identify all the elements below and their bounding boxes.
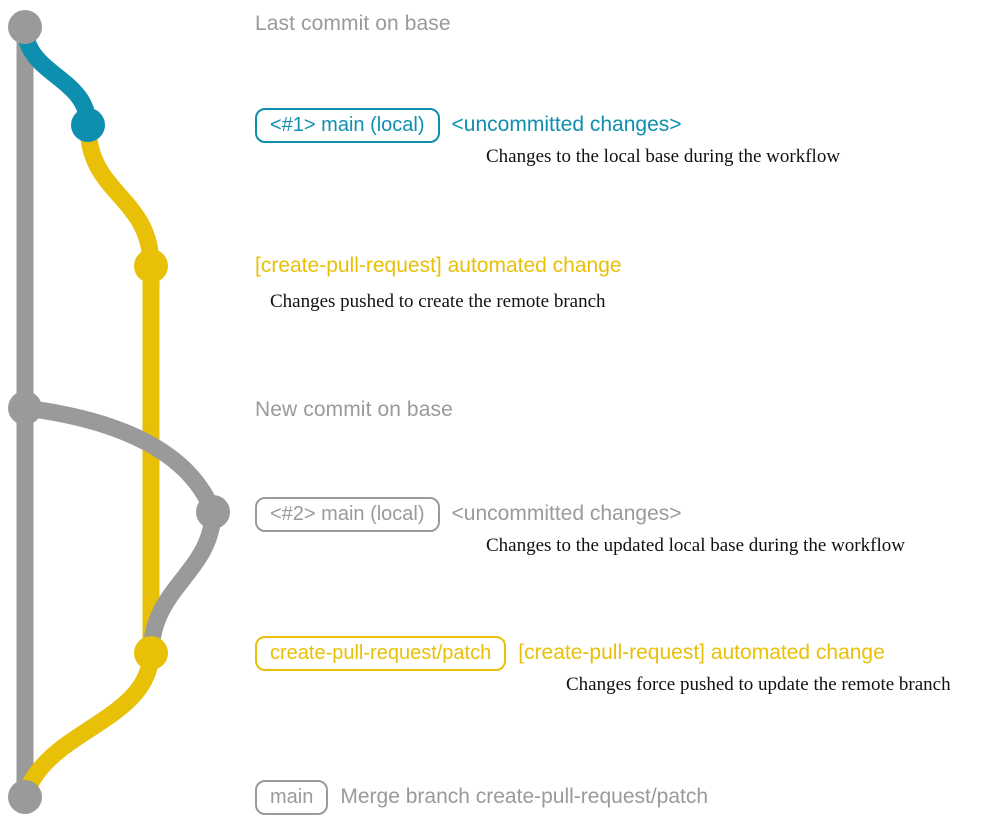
commit-row-local-1: <#1> main (local) <uncommitted changes> bbox=[255, 108, 682, 143]
commit-node-local-1 bbox=[71, 108, 105, 142]
commit-row-base-new: New commit on base bbox=[255, 398, 453, 422]
commit-node-local-2 bbox=[196, 495, 230, 529]
commit-node-merge-commit bbox=[8, 780, 42, 814]
commit-subject-remote-2: [create-pull-request] automated change bbox=[518, 641, 885, 664]
commit-row-base-head: Last commit on base bbox=[255, 12, 451, 36]
edge-remote-2-to-merge bbox=[16, 644, 160, 806]
commit-row-remote-1: [create-pull-request] automated change bbox=[255, 254, 622, 278]
ref-badge-local-2[interactable]: <#2> main (local) bbox=[255, 497, 440, 532]
commit-node-base-head bbox=[8, 10, 42, 44]
commit-description-remote-1: Changes pushed to create the remote bran… bbox=[270, 291, 606, 312]
commit-subject-local-2: <uncommitted changes> bbox=[451, 502, 682, 525]
commit-node-remote-2 bbox=[134, 636, 168, 670]
commit-description-remote-2: Changes force pushed to update the remot… bbox=[566, 674, 951, 695]
ref-badge-local-1[interactable]: <#1> main (local) bbox=[255, 108, 440, 143]
edge-local-2-to-remote-2 bbox=[142, 503, 222, 662]
commit-node-base-new bbox=[8, 391, 42, 425]
commit-caption-base-new: New commit on base bbox=[255, 398, 453, 421]
ref-badge-main[interactable]: main bbox=[255, 780, 329, 815]
commit-caption: Last commit on base bbox=[255, 12, 451, 35]
edge-base-to-local-1 bbox=[16, 18, 97, 134]
edge-local-1-to-remote-1 bbox=[79, 116, 160, 275]
commit-subject-remote-1: [create-pull-request] automated change bbox=[255, 254, 622, 277]
commit-row-local-2: <#2> main (local) <uncommitted changes> bbox=[255, 497, 682, 532]
commit-subject-merge-commit: Merge branch create-pull-request/patch bbox=[340, 785, 709, 808]
commit-subject-local-1: <uncommitted changes> bbox=[451, 113, 682, 136]
commit-description-local-2: Changes to the updated local base during… bbox=[486, 535, 905, 556]
commit-row-remote-2: create-pull-request/patch [create-pull-r… bbox=[255, 636, 885, 671]
commit-row-merge-commit: main Merge branch create-pull-request/pa… bbox=[255, 780, 708, 815]
ref-badge-remote-2[interactable]: create-pull-request/patch bbox=[255, 636, 507, 671]
commit-node-remote-1 bbox=[134, 249, 168, 283]
edge-base-new-to-local-2 bbox=[16, 399, 222, 521]
commit-description-local-1: Changes to the local base during the wor… bbox=[486, 146, 841, 167]
